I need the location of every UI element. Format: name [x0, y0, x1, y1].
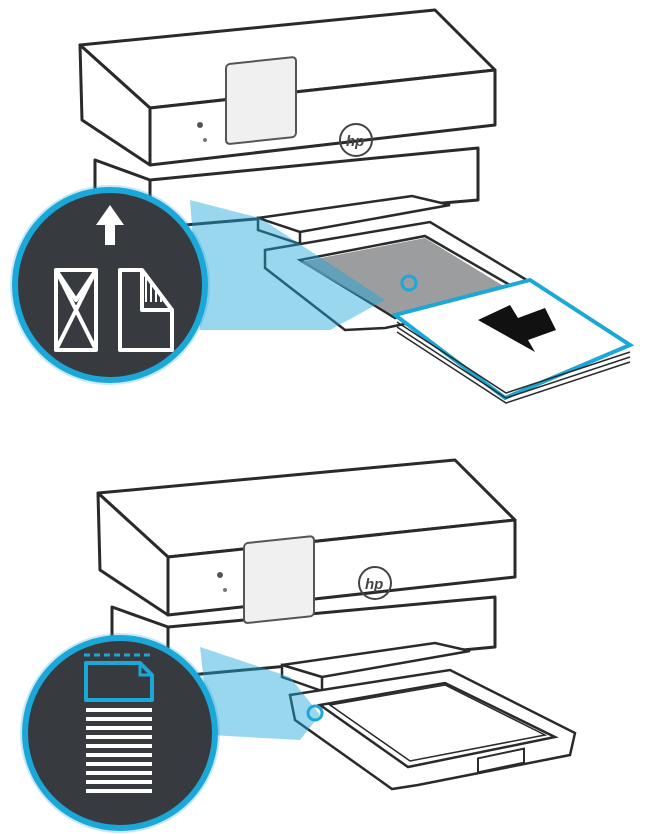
arrow-left-icon: [478, 305, 556, 352]
paper-loaded-illustration: hp: [0, 415, 648, 834]
arrow-up-icon: [96, 205, 124, 245]
status-light-icon: [203, 138, 207, 142]
control-panel-display-icon: [225, 56, 297, 145]
output-tray: [280, 641, 471, 693]
paper-stack-lines-icon: [86, 708, 152, 793]
printer-tray-envelope-diagram: hp: [10, 8, 635, 404]
hp-logo-icon: hp: [358, 566, 392, 600]
svg-text:hp: hp: [365, 576, 383, 593]
paper-stack: [328, 684, 548, 762]
load-envelopes-illustration: hp: [0, 0, 648, 415]
callout-beam: [190, 200, 385, 330]
control-panel-display-icon: [243, 535, 315, 624]
callout-beam: [200, 647, 320, 740]
output-tray: [256, 194, 451, 246]
tray-handle: [477, 747, 525, 774]
hp-logo-icon: hp: [339, 123, 373, 157]
paper-callout: [20, 633, 220, 833]
power-button-icon: [197, 122, 203, 128]
printer-tray-paper-diagram: hp: [20, 458, 577, 833]
envelope-callout: [10, 185, 210, 385]
folded-card-icon: [118, 268, 174, 352]
paper-length-guide-icon: [84, 653, 154, 702]
power-button-icon: [217, 572, 223, 578]
paper-guide-marker-icon: [400, 274, 418, 292]
envelope-icon: [54, 268, 98, 352]
svg-text:hp: hp: [346, 133, 364, 150]
paper-guide-marker-icon: [306, 704, 324, 722]
status-light-icon: [223, 588, 227, 592]
